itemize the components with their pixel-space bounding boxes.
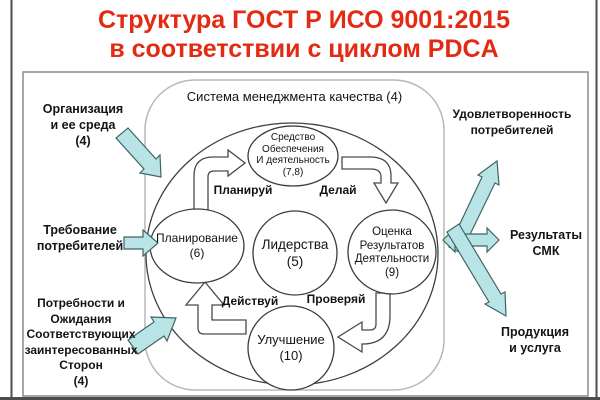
requirements-input-arrow-icon xyxy=(123,228,159,258)
leadership-node-label: Лидерства (5) xyxy=(261,237,329,269)
support-node-label: Средство Обеспечения И деятельность (7,8… xyxy=(256,132,330,178)
improvement-node-ellipse xyxy=(247,305,335,391)
act-arrow-icon xyxy=(184,280,247,335)
do-arrow-icon xyxy=(341,156,400,205)
page-title: Структура ГОСТ Р ИСО 9001:2015 в соответ… xyxy=(12,6,596,64)
organization-label: Организация и ее среда (4) xyxy=(42,102,124,148)
evaluation-node-label: Оценка Результатов Деятельности (9) xyxy=(354,226,430,279)
needs-label: Потребности и Ожидания Соответствующих з… xyxy=(24,296,138,388)
planning-node-label: Планирование (6) xyxy=(156,231,238,260)
needs-input-arrow-icon xyxy=(127,316,177,355)
pdca-do-label: Делай xyxy=(319,183,357,197)
products-output-arrow-icon xyxy=(446,223,507,318)
leadership-node-ellipse xyxy=(252,210,338,296)
pdca-check-label: Проверяй xyxy=(306,292,366,306)
results-label: Результаты СМК xyxy=(509,228,583,258)
evaluation-node-ellipse xyxy=(347,209,437,295)
satisfaction-label: Удовлетворенность потребителей xyxy=(452,107,572,137)
check-arrow-icon xyxy=(336,292,391,354)
requirements-label: Требование потребителей xyxy=(36,223,124,253)
organization-input-arrow-icon xyxy=(115,127,162,178)
support-node-ellipse xyxy=(247,125,339,187)
plan-arrow-icon xyxy=(193,148,247,211)
products-label: Продукция и услуга xyxy=(500,325,570,355)
title-line-1: Структура ГОСТ Р ИСО 9001:2015 xyxy=(97,6,511,34)
pdca-act-label: Действуй xyxy=(221,294,279,308)
improvement-node-label: Улучшение (10) xyxy=(257,332,325,363)
title-line-2: в соответствии с циклом PDCA xyxy=(109,35,499,63)
pdca-plan-label: Планируй xyxy=(213,183,273,197)
qms-label: Система менеджмента качества (4) xyxy=(186,89,403,104)
